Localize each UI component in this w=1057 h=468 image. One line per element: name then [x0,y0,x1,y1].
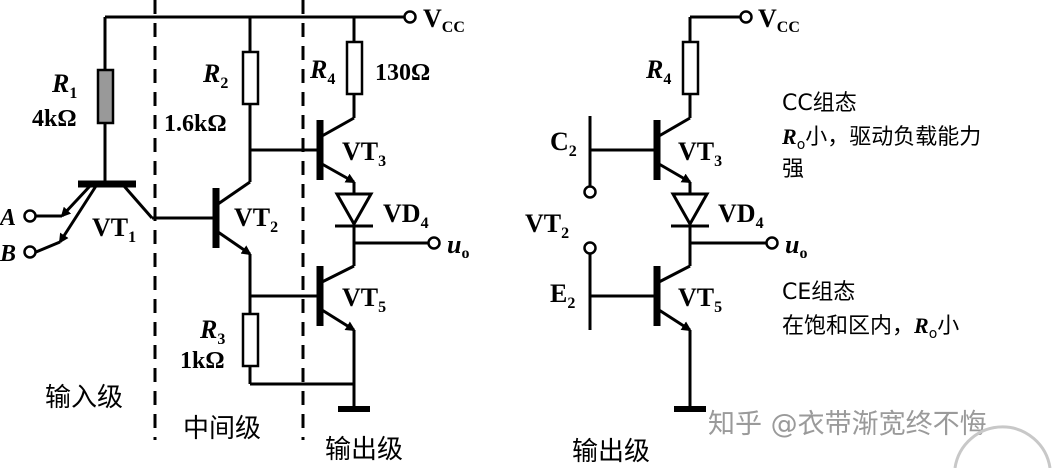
vd4-label-right: VD4 [718,199,764,232]
vcc-terminal [403,10,417,24]
input-b-label: B [0,241,16,267]
r4-label-right: R4 [645,55,671,88]
vt5-label: VT5 [342,283,386,316]
r4-value: 130Ω [375,60,430,86]
r2-label: R2 [202,59,228,92]
output-label-right: uo [785,230,807,262]
c2-label: C2 [550,127,577,160]
r2-value: 1.6kΩ [164,111,227,137]
diode-vd4-right [670,192,710,228]
vt1-label: VT1 [92,213,136,246]
r4-label: R4 [309,55,335,88]
e2-terminal [583,241,597,255]
ce-title: CE组态 [782,280,855,305]
vt2-label: VT2 [234,203,278,236]
e2-label: E2 [550,279,575,312]
resistor-r1 [96,68,115,125]
cc-description-line2: 强 [782,157,804,182]
c2-terminal [583,185,597,199]
right-circuit: VCC R4 C2 VT2 E2 VT3 VD4 uo VT5 [525,4,981,467]
cc-title: CC组态 [782,91,857,116]
stage-output-label: 输出级 [325,435,403,465]
r1-value: 4kΩ [32,106,77,132]
output-terminal-right [765,236,779,250]
r3-label: R3 [199,315,225,348]
input-b-terminal [23,245,37,259]
vt3-label: VT3 [342,137,386,170]
vcc-label: VCC [423,4,465,36]
stage-output-label-right: 输出级 [572,437,650,467]
vcc-terminal-right [739,10,753,24]
resistor-r4-right [681,40,700,96]
vcc-label-right: VCC [758,4,800,36]
output-terminal [427,236,441,250]
cc-description-line1: Ro小，驱动负载能力 [781,124,981,153]
left-circuit: VCC R1 4kΩ A B VT1 VT2 R2 1.6kΩ [0,0,469,465]
r3-value: 1kΩ [180,348,225,374]
resistor-r2 [241,50,260,106]
input-a-terminal [23,209,37,223]
diode-vd4 [334,192,374,228]
watermark: 知乎 @衣带渐宽终不悔 [708,409,987,440]
output-label: uo [447,230,469,262]
resistor-r4 [345,40,364,96]
r1-label: R1 [51,69,77,102]
vd4-label: VD4 [383,199,429,232]
vt2-label-right: VT2 [525,209,569,242]
vt5-label-right: VT5 [678,283,722,316]
ce-description: 在饱和区内，Ro小 [782,313,959,342]
vt3-label-right: VT3 [678,137,722,170]
stage-middle-label: 中间级 [183,414,261,444]
stage-input-label: 输入级 [45,383,123,413]
seal-icon [953,425,1052,468]
resistor-r3 [241,312,260,368]
input-a-label: A [0,205,16,231]
